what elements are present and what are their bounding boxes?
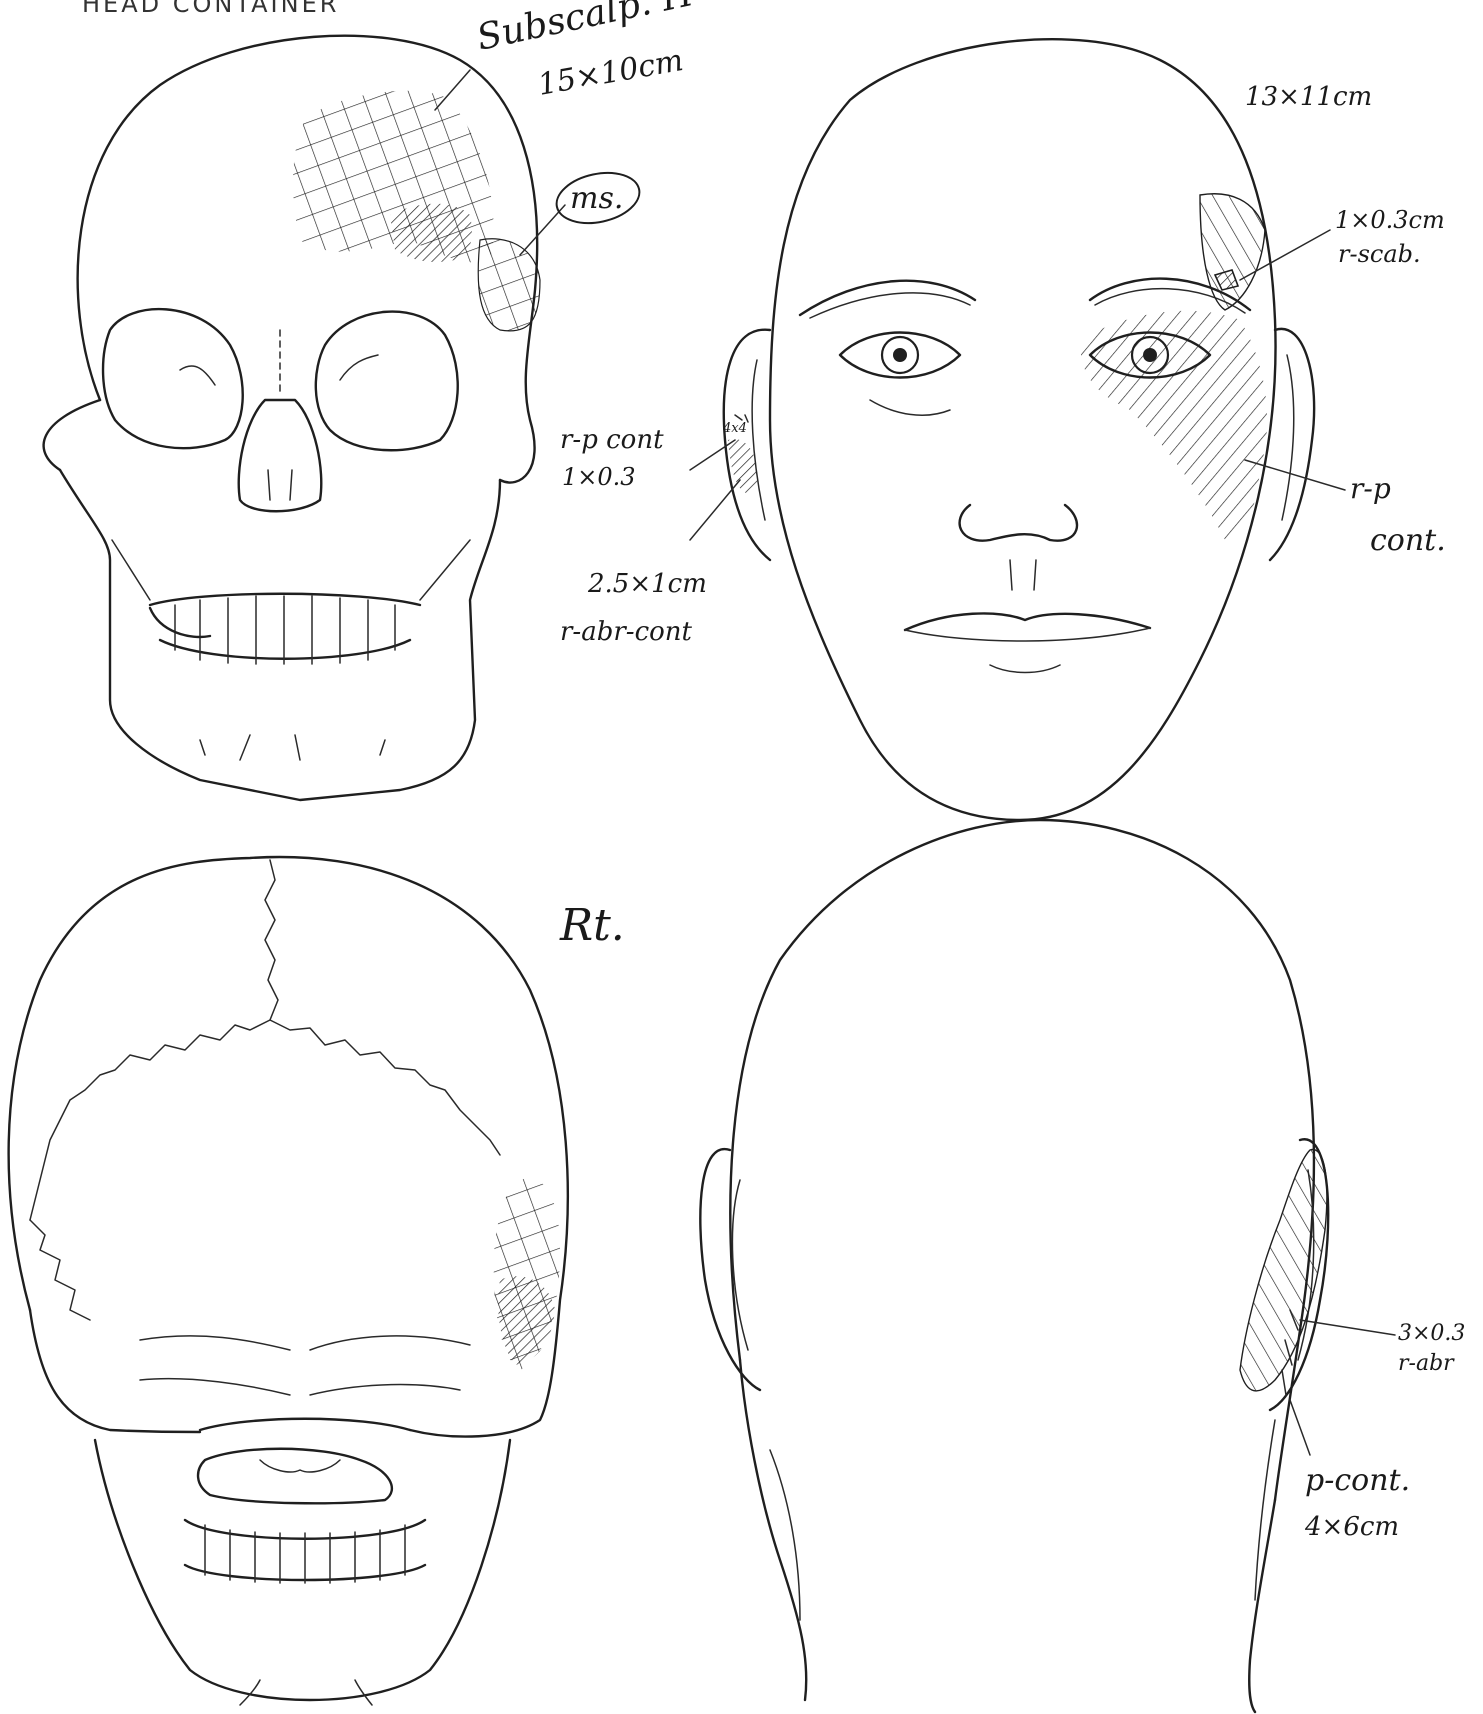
page-header: HEAD CONTAINER xyxy=(82,0,339,18)
face-front-figure xyxy=(690,39,1345,820)
annotation-ear-contusion-label: r-p cont xyxy=(560,425,664,455)
skull-back-figure xyxy=(9,857,568,1705)
annotation-ear-abrasion-size: 2.5×1cm xyxy=(587,569,707,599)
annotation-back-ear-label: r-abr xyxy=(1398,1351,1455,1376)
annotation-ear-abrasion-label: r-abr-cont xyxy=(560,617,693,647)
annotation-subscalp-size: 15×10cm xyxy=(535,43,686,103)
head-back-figure xyxy=(700,820,1395,1712)
annotation-forehead-size: 13×11cm xyxy=(1245,82,1372,112)
annotation-back-contusion-size: 4×6cm xyxy=(1304,1512,1399,1542)
annotation-scab-size: 1×0.3cm xyxy=(1335,206,1445,234)
annotation-cheek-contusion-label: r-p xyxy=(1350,472,1391,505)
right-eye-pupil xyxy=(893,348,907,362)
annotation-ear-small-mark: 4x4 xyxy=(722,421,747,436)
annotation-back-contusion-label: p-cont. xyxy=(1305,1463,1410,1498)
annotation-side-label: Rt. xyxy=(559,900,625,951)
annotation-muscle: ms. xyxy=(570,181,623,216)
annotation-back-ear-size: 3×0.3 xyxy=(1398,1321,1465,1346)
annotation-cheek-contusion-label-2: cont. xyxy=(1370,523,1446,558)
annotation-ear-contusion-size: 1×0.3 xyxy=(562,463,636,491)
annotation-scab-label: r-scab. xyxy=(1338,240,1421,268)
skull-front-figure xyxy=(44,36,565,800)
